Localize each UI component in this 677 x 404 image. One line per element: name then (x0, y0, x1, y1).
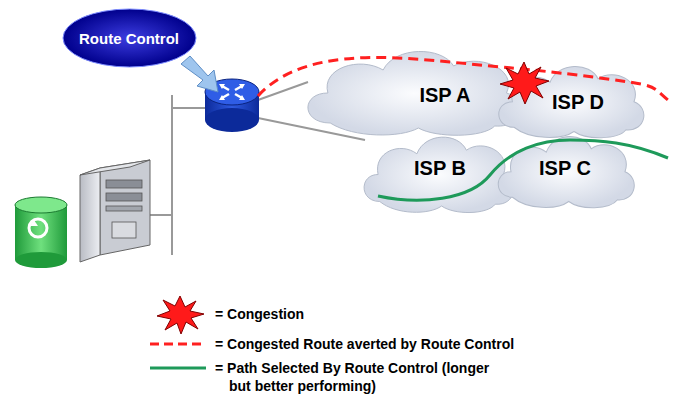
legend-text: = Path Selected By Route Control (longer… (215, 359, 491, 395)
node-label: ISP A (419, 84, 470, 107)
database-cylinder (15, 197, 67, 268)
legend-text: = Congested Route averted by Route Contr… (215, 335, 609, 353)
legend-text: = Congestion (215, 305, 529, 323)
control-ellipse: Route Control (62, 8, 197, 68)
congestion-burst (500, 62, 549, 104)
control-arrow (181, 56, 218, 92)
congested-route (258, 57, 668, 100)
isp-cloud: ISP A (295, 38, 530, 138)
isp-cloud-outline (295, 38, 530, 138)
isp-cloud: ISP D (490, 55, 650, 140)
selected-route (378, 140, 668, 200)
node-label: ISP D (552, 91, 604, 114)
legend-samples (150, 296, 206, 368)
node-label: Route Control (79, 30, 179, 47)
node-label: ISP C (539, 157, 591, 180)
isp-cloud: ISP C (490, 125, 640, 210)
isp-cloud: ISP B (355, 125, 520, 215)
server-icon (80, 160, 150, 262)
node-label: ISP B (414, 157, 466, 180)
